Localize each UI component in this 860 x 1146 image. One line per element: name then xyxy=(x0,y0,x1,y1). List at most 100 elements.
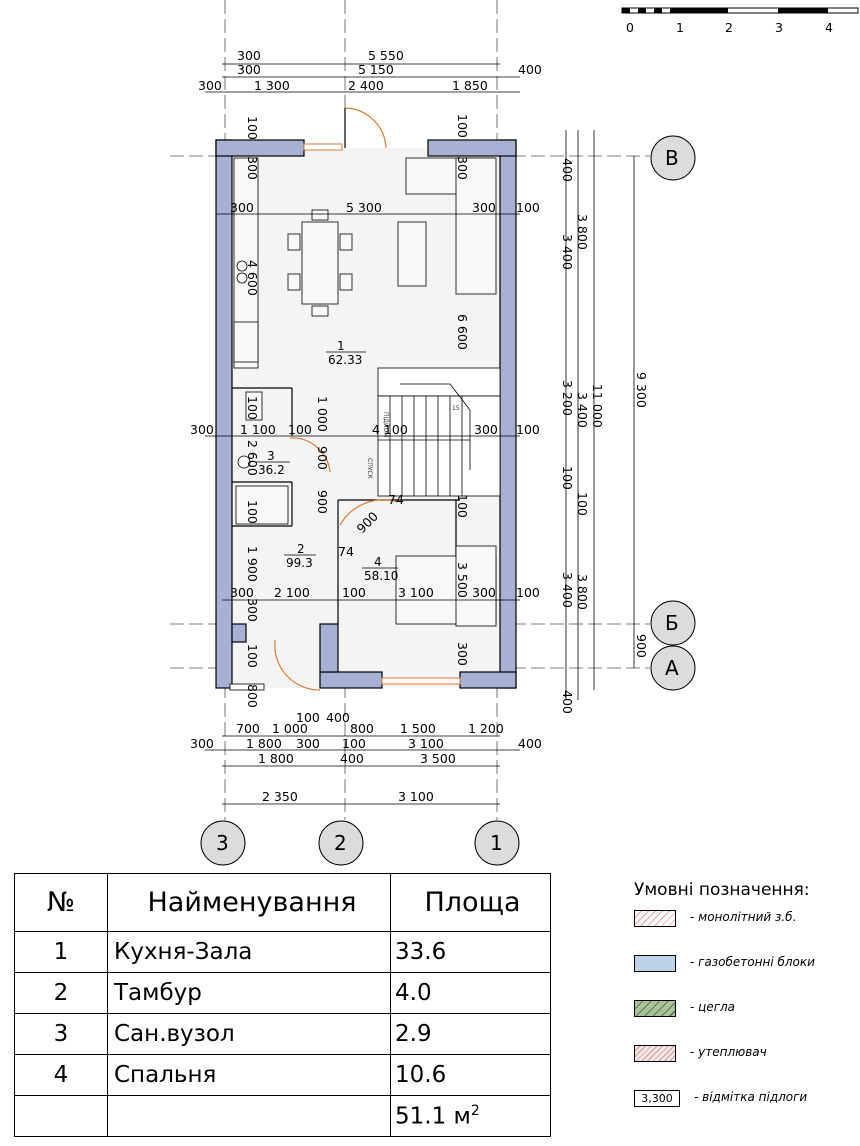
dim-text: 1 000 xyxy=(272,721,308,736)
dim-text: 400 xyxy=(560,158,575,182)
room-number: 3 xyxy=(267,449,275,463)
room-area: 36.2 xyxy=(258,463,285,477)
dim-text: 5 150 xyxy=(358,62,394,77)
dim-text: 900 xyxy=(634,634,649,658)
legend-title: Умовні позначення: xyxy=(634,880,810,900)
dim-text: 100 xyxy=(455,494,470,518)
dim-text: 900 xyxy=(315,446,330,470)
cell-name: Сан.вузол xyxy=(107,1013,391,1055)
swatch-gas-blocks xyxy=(634,955,676,972)
dim-text: 400 xyxy=(518,736,542,751)
cell-number: 1 xyxy=(14,931,108,973)
dim-text: 3 100 xyxy=(398,585,434,600)
dim-text: 300 xyxy=(455,156,470,180)
cell-number: 4 xyxy=(14,1054,108,1096)
dimension-texts: 300 5 550 300 5 150 400 300 1 300 2 400 … xyxy=(190,48,649,804)
dim-text: 400 xyxy=(340,751,364,766)
room-area: 62.33 xyxy=(328,353,362,367)
cell-total-area: 51.1 м2 xyxy=(390,1095,551,1137)
stair-down-label: СПУСК xyxy=(366,458,373,480)
dim-text: 3 500 xyxy=(420,751,456,766)
dim-text: 400 xyxy=(560,690,575,714)
dim-text: 800 xyxy=(350,721,374,736)
dim-text: 800 xyxy=(245,684,260,708)
dim-text: 3 800 xyxy=(575,574,590,610)
cell-empty xyxy=(14,1095,108,1137)
dim-text: 6 600 xyxy=(455,314,470,350)
table-total-row: 51.1 м2 xyxy=(14,1095,551,1137)
dim-text: 9 300 xyxy=(634,372,649,408)
grid-axis-markers: В Б А 3 2 1 xyxy=(200,135,696,866)
door-swings xyxy=(274,107,399,691)
dim-text: 300 xyxy=(230,200,254,215)
dim-text: 900 xyxy=(315,490,330,514)
cell-number: 3 xyxy=(14,1013,108,1055)
dim-text: 100 xyxy=(296,710,320,725)
dim-text: 100 xyxy=(342,585,366,600)
dim-text: 3 400 xyxy=(560,572,575,608)
dim-text: 1 100 xyxy=(240,422,276,437)
dim-text: 300 xyxy=(245,156,260,180)
swatch-floor-mark: 3,300 xyxy=(634,1090,680,1107)
cell-empty xyxy=(107,1095,391,1137)
dim-text: 3 400 xyxy=(575,392,590,428)
legend-label: - газобетонні блоки xyxy=(690,955,815,969)
dim-text: 3 500 xyxy=(455,562,470,598)
dim-text: 300 xyxy=(296,736,320,751)
cell-area: 33.6 xyxy=(390,931,551,973)
room-area: 99.3 xyxy=(286,556,313,570)
scale-label: 1 xyxy=(676,20,684,35)
room-number: 4 xyxy=(374,555,382,569)
dim-text: 3 800 xyxy=(575,214,590,250)
legend-label: - відмітка підлоги xyxy=(694,1090,808,1104)
room-number: 1 xyxy=(337,339,345,353)
legend-item: - утеплювач xyxy=(634,1045,815,1090)
floor-plan: 0 1 2 3 4 xyxy=(170,0,859,866)
dim-text: 300 xyxy=(230,585,254,600)
dim-text: 2 350 xyxy=(262,789,298,804)
dim-text: 300 xyxy=(237,48,261,63)
dim-text: 300 xyxy=(198,78,222,93)
dim-text: 100 xyxy=(245,644,260,668)
stair-up-label: ПІДЙОМ xyxy=(382,412,389,437)
dim-text: 100 xyxy=(455,114,470,138)
legend-item: 3,300 - відмітка підлоги xyxy=(634,1090,815,1135)
legend-label: - цегла xyxy=(690,1000,736,1014)
dim-text: 1 800 xyxy=(258,751,294,766)
table-row: 3 Сан.вузол 2.9 xyxy=(14,1013,551,1055)
dim-text: 4 100 xyxy=(372,422,408,437)
dim-text: 300 xyxy=(245,598,260,622)
legend-item: - газобетонні блоки xyxy=(634,955,815,1000)
stair-step-label: 15 xyxy=(452,405,460,412)
dim-text: 300 xyxy=(237,62,261,77)
dim-text: 300 xyxy=(455,642,470,666)
dim-text: 400 xyxy=(326,710,350,725)
dim-text: 300 xyxy=(190,422,214,437)
dim-text: 300 xyxy=(472,200,496,215)
walls xyxy=(215,139,517,689)
dim-text: 5 550 xyxy=(368,48,404,63)
dim-text: 1 000 xyxy=(315,396,330,432)
scale-label: 2 xyxy=(725,20,733,35)
scale-label: 0 xyxy=(626,20,634,35)
cell-name: Кухня-Зала xyxy=(107,931,391,973)
legend-item: - цегла xyxy=(634,1000,815,1045)
cell-name: Тамбур xyxy=(107,972,391,1014)
dim-text: 4 600 xyxy=(245,260,260,296)
header-name: Найменування xyxy=(107,873,391,932)
room-labels: 1 62.33 2 99.3 3 36.2 4 58.10 xyxy=(256,339,398,583)
dim-text: 1 200 xyxy=(468,721,504,736)
table-header-row: № Найменування Площа xyxy=(14,873,551,932)
dim-text: 100 xyxy=(516,422,540,437)
dim-text: 100 xyxy=(288,422,312,437)
dim-text: 5 300 xyxy=(346,200,382,215)
room-number: 2 xyxy=(297,542,305,556)
dim-text: 2 600 xyxy=(245,440,260,476)
openings xyxy=(303,143,461,685)
dim-text: 700 xyxy=(236,721,260,736)
dim-text: 74 xyxy=(388,492,404,507)
cell-name: Спальня xyxy=(107,1054,391,1096)
dim-text: 2 100 xyxy=(274,585,310,600)
room-area: 58.10 xyxy=(364,569,398,583)
cell-number: 2 xyxy=(14,972,108,1014)
